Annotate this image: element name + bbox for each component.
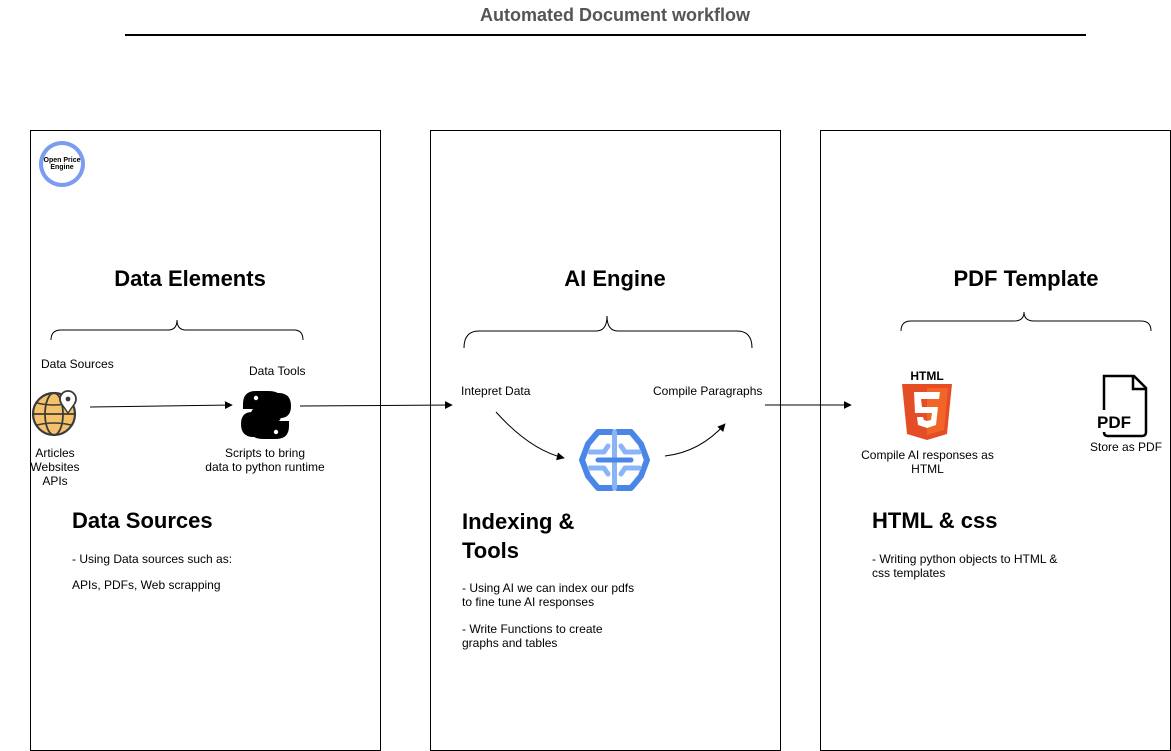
pdf-badge-label: PDF (1097, 413, 1131, 432)
pdf-template-heading: PDF Template (953, 266, 1099, 291)
python-caption-line-2: data to python runtime (205, 460, 325, 474)
logo-line-1: Open Price (43, 157, 81, 164)
panel-ai-engine (430, 130, 781, 751)
html-caption-line-1: Compile AI responses as (861, 448, 994, 462)
arrow-sources-to-tools (89, 401, 233, 410)
title-underline (125, 34, 1086, 36)
html-css-note: - Writing python objects to HTML & css t… (872, 552, 1057, 580)
data-sources-note-2: APIs, PDFs, Web scrapping (72, 578, 221, 592)
python-icon (241, 391, 291, 439)
html-caption: Compile AI responses as HTML (855, 448, 1000, 476)
indexing-tools-section-title: Indexing & Tools (462, 507, 574, 565)
python-caption-line-1: Scripts to bring (224, 446, 306, 460)
ai-note-2-line-2: graphs and tables (462, 636, 558, 650)
caption-websites: Websites (30, 460, 80, 474)
logo-line-2: Engine (50, 164, 74, 171)
data-sources-label: Data Sources (41, 357, 114, 371)
compile-paragraphs-label: Compile Paragraphs (653, 384, 763, 398)
arrow-tools-to-ai (299, 401, 453, 410)
data-tools-label: Data Tools (249, 364, 306, 378)
html-css-note-line-2: css templates (872, 566, 946, 580)
ai-engine-heading: AI Engine (564, 266, 666, 291)
ai-note-1-line-1: - Using AI we can index our pdfs (462, 581, 635, 595)
open-price-engine-logo: Open Price Engine (39, 141, 85, 187)
panel-pdf-template (820, 130, 1171, 751)
html-css-section-title: HTML & css (872, 508, 998, 533)
arrow-interpret-to-brain (495, 411, 565, 461)
ai-note-2-line-1: - Write Functions to create (462, 622, 603, 636)
html5-badge-label: HTML (910, 369, 943, 383)
html-caption-line-2: HTML (911, 462, 944, 476)
ai-note-1: - Using AI we can index our pdfs to fine… (462, 581, 634, 609)
brace-pdf-template (900, 311, 1152, 332)
panel-data-elements (30, 130, 381, 751)
caption-articles: Articles (35, 446, 75, 460)
html5-icon: HTML (902, 369, 952, 440)
html-css-note-line-1: - Writing python objects to HTML & (872, 552, 1058, 566)
arrow-brain-to-compile (664, 423, 726, 457)
pdf-file-icon: PDF (1094, 374, 1148, 438)
indexing-title-line-2: Tools (462, 538, 520, 563)
ai-note-1-line-2: to fine tune AI responses (462, 595, 595, 609)
ai-note-2: - Write Functions to create graphs and t… (462, 622, 603, 650)
python-caption: Scripts to bring data to python runtime (195, 446, 335, 474)
data-elements-heading: Data Elements (114, 266, 266, 291)
interpret-data-label: Intepret Data (461, 384, 531, 398)
data-sources-section-title: Data Sources (72, 508, 213, 533)
brace-data-elements (50, 319, 304, 341)
caption-apis: APIs (42, 474, 68, 488)
globe-caption: Articles Websites APIs (20, 446, 90, 488)
data-sources-note-1: - Using Data sources such as: (72, 552, 233, 566)
page-title: Automated Document workflow (479, 5, 750, 25)
store-as-pdf-caption: Store as PDF (1090, 440, 1163, 454)
brace-ai-engine (463, 315, 753, 349)
globe-icon (31, 390, 77, 437)
indexing-title-line-1: Indexing & (462, 509, 575, 534)
brain-icon (579, 429, 650, 491)
